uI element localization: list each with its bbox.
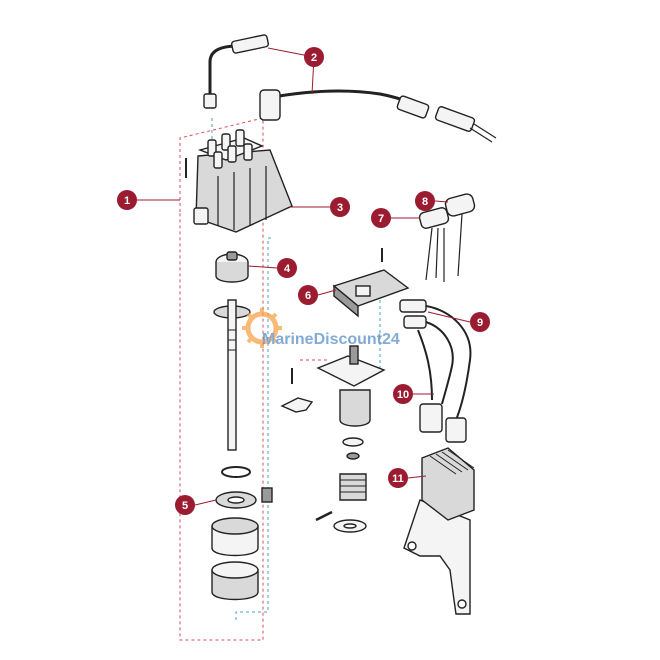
svg-text:5: 5 xyxy=(182,500,188,512)
svg-text:7: 7 xyxy=(378,213,384,225)
callout-5: 5 xyxy=(175,495,195,515)
harness-wire xyxy=(417,329,433,401)
pickup-washer xyxy=(342,437,364,447)
control-module xyxy=(403,447,475,615)
housing-lower-rim xyxy=(211,561,259,579)
bearing-clip xyxy=(261,487,273,503)
leader-line-4 xyxy=(247,265,278,269)
connector-small xyxy=(418,207,450,282)
connector-8-lead xyxy=(457,213,463,277)
cap-ribs xyxy=(217,166,267,230)
svg-text:9: 9 xyxy=(477,317,483,329)
spark-plug-wire xyxy=(203,34,497,143)
plug-wire xyxy=(267,89,419,108)
leader-line-8 xyxy=(434,200,449,203)
shaft-rod xyxy=(227,299,237,451)
connector-8-body xyxy=(444,193,476,217)
distributor-shaft xyxy=(213,299,251,451)
cap-tower xyxy=(213,151,223,169)
connector-large xyxy=(444,193,476,277)
connector-7-body xyxy=(418,207,450,229)
spark-plug-body xyxy=(434,106,476,132)
callout-9: 9 xyxy=(470,312,490,332)
pickup-washer xyxy=(346,452,360,460)
rotor-body xyxy=(215,262,249,283)
module-fins xyxy=(429,449,475,475)
callout-4: 4 xyxy=(277,258,297,278)
rotor-tip xyxy=(226,251,238,261)
module-bracket xyxy=(403,499,471,615)
svg-text:6: 6 xyxy=(305,290,311,302)
drive-gear-teeth xyxy=(340,479,366,493)
bracket-hole xyxy=(457,599,467,609)
module-heatsink xyxy=(421,447,475,521)
callout-6: 6 xyxy=(298,285,318,305)
harness-wire xyxy=(425,321,454,405)
module-side xyxy=(333,284,359,318)
cap-mount-post xyxy=(193,207,209,225)
pickup-plate xyxy=(316,355,386,387)
harness-plug xyxy=(445,417,467,443)
coil-wire-terminal xyxy=(203,93,217,109)
callout-11: 11 xyxy=(388,468,408,488)
ignition-module xyxy=(332,248,410,318)
svg-text:4: 4 xyxy=(284,263,291,275)
cap-tower xyxy=(235,129,245,147)
cap-tower xyxy=(227,145,237,163)
svg-text:11: 11 xyxy=(392,473,404,485)
plug-wire-boot-end xyxy=(396,95,430,119)
plug-wire-boot xyxy=(259,89,281,121)
cap-body xyxy=(195,149,293,233)
drive-gear xyxy=(339,473,367,501)
watermark-text: MarineDiscount24 xyxy=(262,331,400,348)
callout-8: 8 xyxy=(415,191,435,211)
gear-washer-hole xyxy=(343,523,357,529)
coil-wire-boot xyxy=(231,34,269,54)
callout-10: 10 xyxy=(393,384,413,404)
svg-text:2: 2 xyxy=(311,52,317,64)
leader-line-11 xyxy=(407,475,427,479)
svg-text:8: 8 xyxy=(422,196,428,208)
bearing-inner xyxy=(227,496,245,504)
callouts: 1 2 3 4 5 6 7 8 xyxy=(117,47,490,515)
wiring-harness xyxy=(399,299,472,443)
lock-clip xyxy=(280,397,314,413)
watermark: MarineDiscount24 xyxy=(242,308,400,348)
cap-towers xyxy=(207,129,253,169)
cap-tower xyxy=(243,143,253,161)
shaft-groove xyxy=(228,329,236,351)
harness-wire xyxy=(425,305,472,421)
housing-upper-rim xyxy=(211,517,259,535)
connector-7-leads xyxy=(425,227,445,282)
svg-text:10: 10 xyxy=(397,389,409,401)
pickup-post xyxy=(349,345,359,365)
svg-text:3: 3 xyxy=(337,202,343,214)
snap-ring xyxy=(221,466,251,478)
blue-guide-line xyxy=(235,237,272,620)
roll-pin xyxy=(315,510,333,522)
callout-3: 3 xyxy=(330,197,350,217)
pickup-body xyxy=(339,389,371,427)
gear-icon xyxy=(242,308,282,348)
bracket-hole xyxy=(407,541,417,551)
callout-1: 1 xyxy=(117,190,137,210)
harness-connector-top xyxy=(399,299,427,313)
callout-2: 2 xyxy=(304,47,324,67)
callout-7: 7 xyxy=(371,208,391,228)
module-terminal xyxy=(355,285,371,297)
leader-line-6 xyxy=(317,289,337,296)
harness-plug xyxy=(419,403,443,433)
leader-line-9 xyxy=(427,311,471,323)
harness-connector-top xyxy=(403,315,427,329)
pickup-assembly xyxy=(280,345,386,533)
bearing-seal xyxy=(215,466,273,509)
leader-line-5 xyxy=(194,499,217,506)
rotor xyxy=(215,251,249,283)
svg-text:1: 1 xyxy=(124,195,130,207)
distributor-housing xyxy=(211,517,259,601)
spark-plug-thread xyxy=(469,123,497,143)
distributor-cap xyxy=(185,129,293,233)
